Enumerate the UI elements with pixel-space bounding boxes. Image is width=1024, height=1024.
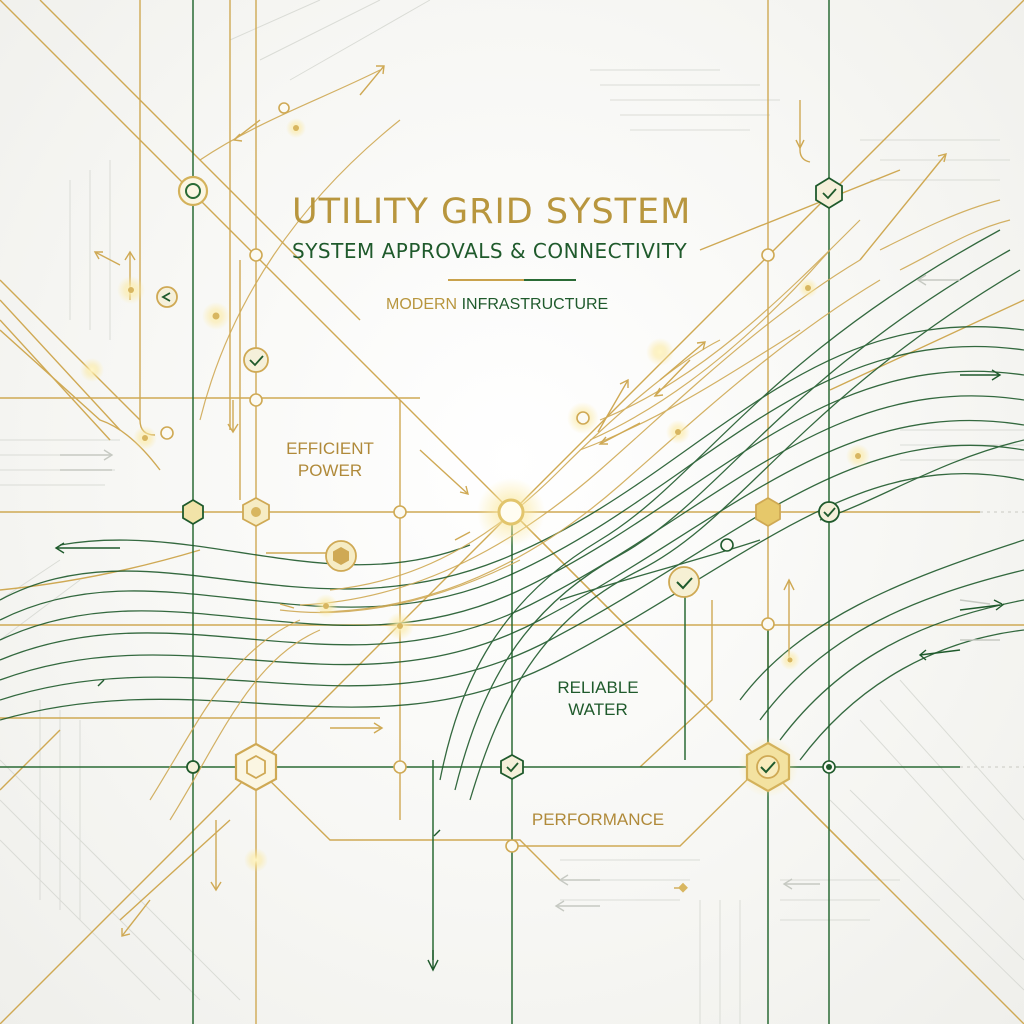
title-divider-green xyxy=(524,279,576,281)
central-hub-node xyxy=(497,498,525,526)
spark-dots xyxy=(128,125,861,893)
check-nodes xyxy=(156,286,840,774)
tagline-infrastructure: INFRASTRUCTURE xyxy=(461,296,609,313)
label-efficient-power-line2: POWER xyxy=(297,461,363,480)
label-reliable-water-line1: RELIABLE xyxy=(557,678,639,697)
flow-arrows xyxy=(54,65,1005,972)
diagram-title: UTILITY GRID SYSTEM xyxy=(292,192,692,232)
gold-flow-curves xyxy=(149,69,1011,821)
label-reliable-water: RELIABLE WATER xyxy=(536,677,660,721)
diagram-tagline: MODERN INFRASTRUCTURE xyxy=(386,296,608,314)
green-flow-curves xyxy=(0,229,1024,801)
label-performance: PERFORMANCE xyxy=(531,810,665,829)
label-reliable-water-line2: WATER xyxy=(568,700,628,719)
diagram-subtitle: SYSTEM APPROVALS & CONNECTIVITY xyxy=(292,239,688,263)
title-divider-gold xyxy=(448,279,524,281)
hexagon-nodes xyxy=(182,176,843,793)
target-node xyxy=(177,175,209,207)
label-efficient-power-line1: EFFICIENT xyxy=(286,439,374,458)
tagline-modern: MODERN xyxy=(386,296,458,313)
label-efficient-power: EFFICIENT POWER xyxy=(276,438,384,482)
